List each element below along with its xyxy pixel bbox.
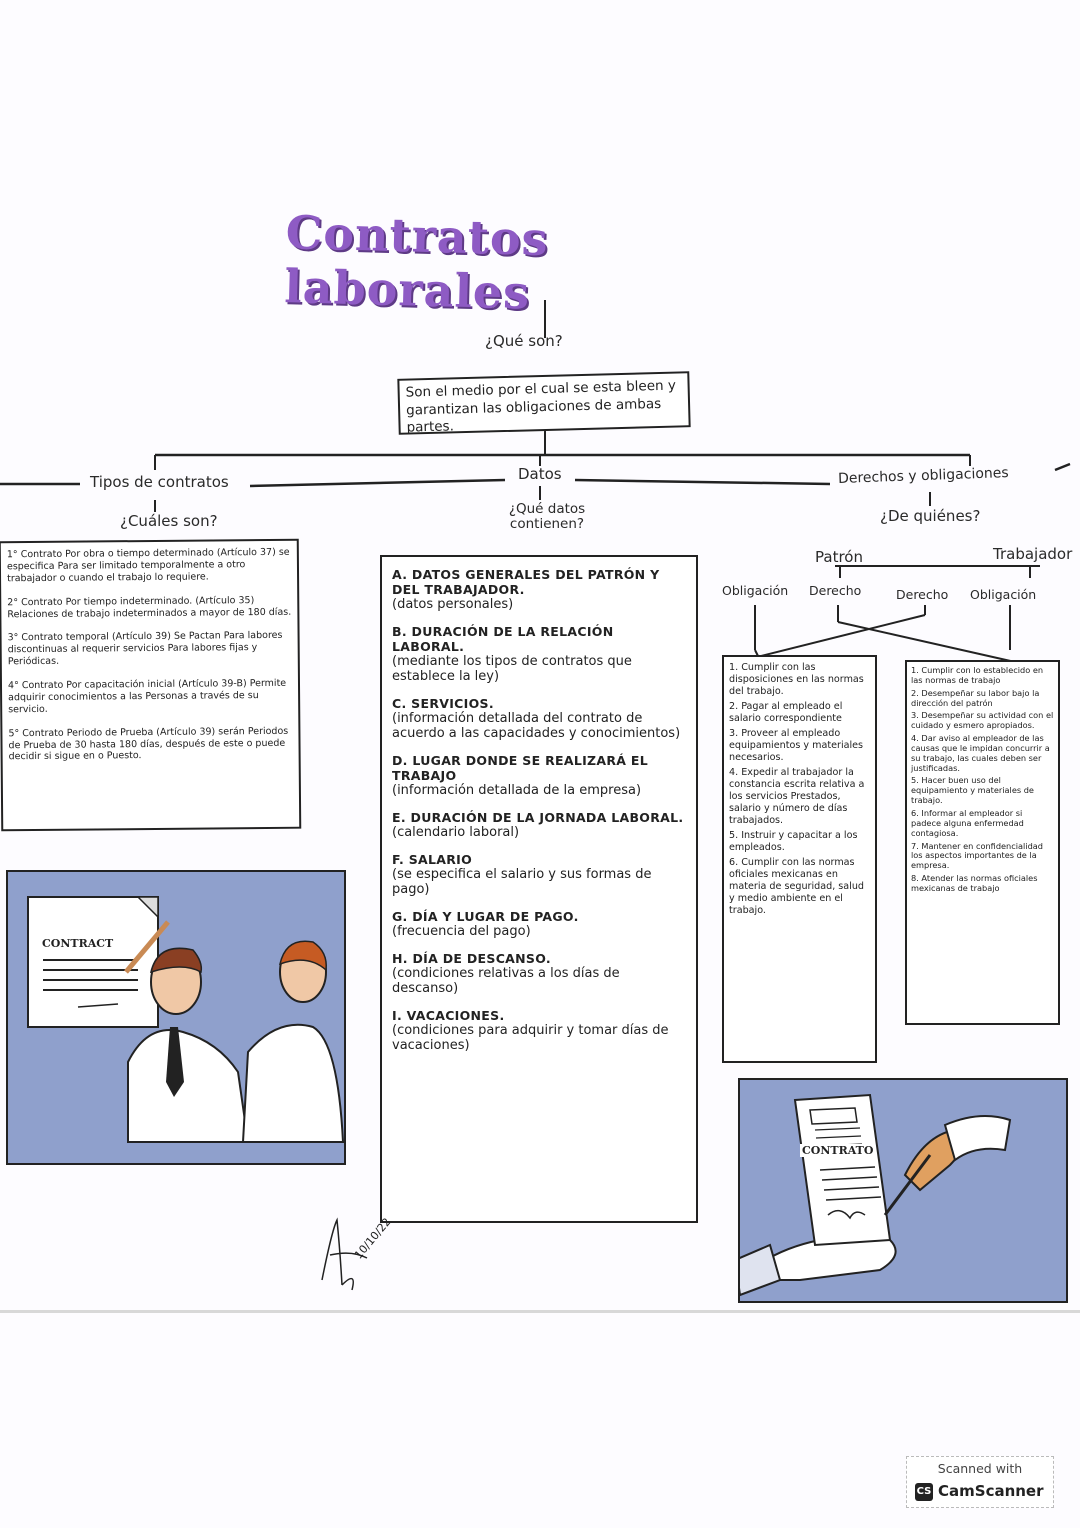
tipo-item-4: 4° Contrato Por capacitación inicial (Ar… <box>7 677 287 715</box>
patron-item-6: 6. Cumplir con las normas oficiales mexi… <box>729 856 865 916</box>
illustration-right: CONTRATO <box>738 1078 1068 1303</box>
contract-label-left: CONTRACT <box>42 937 114 950</box>
trabajador-item-6: 6. Informar al empleador si padece algun… <box>911 807 1024 838</box>
people-contract-illustration <box>27 896 344 1143</box>
label-trab-derecho: Derecho <box>896 587 949 602</box>
signature: 10/10/22 <box>312 1210 402 1300</box>
trabajador-item-2: 2. Desempeñar su labor bajo la dirección… <box>911 687 1040 708</box>
camscanner-watermark: Scanned with CS CamScanner <box>906 1456 1054 1508</box>
label-patron: Patrón <box>815 548 863 566</box>
tipo-item-3: 3° Contrato temporal (Artículo 39) Se Pa… <box>7 630 283 668</box>
data-item-h: H. DÍA DE DESCANSO.(condiciones relativa… <box>392 951 620 996</box>
datos-box: A. DATOS GENERALES DEL PATRÓN Y DEL TRAB… <box>380 555 698 1223</box>
data-item-d: D. LUGAR DONDE SE REALIZARÁ EL TRABAJO(i… <box>392 753 649 798</box>
question-datos: ¿Qué datos contienen? <box>508 501 586 532</box>
illustration-left: CONTRACT <box>6 870 346 1165</box>
patron-item-4: 4. Expedir al trabajador la constancia e… <box>729 766 865 826</box>
tipo-item-5: 5° Contrato Periodo de Prueba (Artículo … <box>8 725 289 763</box>
definition-box: Son el medio por el cual se esta bleen y… <box>397 371 691 436</box>
branch-label-tipos: Tipos de contratos <box>90 473 229 491</box>
trabajador-item-5: 5. Hacer buen uso del equipamiento y mat… <box>911 775 1034 806</box>
patron-item-2: 2. Pagar al empleado el salario correspo… <box>729 700 843 724</box>
label-trab-obligacion: Obligación <box>970 587 1037 602</box>
trabajador-item-7: 7. Mantener en confidencialidad los aspe… <box>911 840 1043 871</box>
patron-item-5: 5. Instruir y capacitar a los empleados. <box>729 829 858 853</box>
data-item-g: G. DÍA Y LUGAR DE PAGO.(frecuencia del p… <box>392 909 579 939</box>
patron-box: 1. Cumplir con las disposiciones en las … <box>722 655 877 1063</box>
data-item-f: F. SALARIO(se especifica el salario y su… <box>392 852 652 897</box>
tipos-box: 1° Contrato Por obra o tiempo determinad… <box>0 538 302 832</box>
branch-label-datos: Datos <box>518 465 562 483</box>
watermark-brand: CamScanner <box>938 1482 1044 1500</box>
trabajador-item-4: 4. Dar aviso al empleador de las causas … <box>911 733 1050 773</box>
signature-drawing <box>321 1217 368 1291</box>
patron-item-1: 1. Cumplir con las disposiciones en las … <box>729 662 864 697</box>
tipo-item-1: 1° Contrato Por obra o tiempo determinad… <box>6 546 290 584</box>
label-trabajador: Trabajador <box>993 545 1073 563</box>
camscanner-logo-icon: CS <box>915 1483 933 1501</box>
divider-line <box>0 1310 1080 1313</box>
trabajador-item-1: 1. Cumplir con lo establecido en las nor… <box>911 665 1044 685</box>
label-patron-derecho: Derecho <box>809 583 862 598</box>
data-item-b: B. DURACIÓN DE LA RELACIÓN LABORAL.(medi… <box>392 624 632 684</box>
question-derechos: ¿De quiénes? <box>880 507 981 525</box>
definition-text: Son el medio por el cual se esta bleen y… <box>405 377 677 436</box>
label-patron-obligacion: Obligación <box>722 583 789 598</box>
watermark-top-text: Scanned with <box>937 1461 1023 1476</box>
trabajador-item-3: 3. Desempeñar su actividad con el cuidad… <box>911 710 1054 731</box>
contract-signing-illustration <box>740 1093 1012 1297</box>
tipo-item-2: 2° Contrato Por tiempo indeterminado. (A… <box>7 594 292 620</box>
top-question: ¿Qué son? <box>485 332 563 350</box>
patron-item-3: 3. Proveer al empleado equipamientos y m… <box>729 727 864 763</box>
trabajador-item-8: 8. Atender las normas oficiales mexicana… <box>911 873 1038 893</box>
data-item-e: E. DURACIÓN DE LA JORNADA LABORAL.(calen… <box>392 810 684 840</box>
contract-label-right: CONTRATO <box>800 1144 876 1157</box>
data-item-i: I. VACACIONES.(condiciones para adquirir… <box>392 1008 669 1053</box>
data-item-a: A. DATOS GENERALES DEL PATRÓN Y DEL TRAB… <box>392 567 660 612</box>
page-title: Contratos laborales <box>283 205 550 320</box>
question-tipos: ¿Cuáles son? <box>120 512 218 530</box>
data-item-c: C. SERVICIOS.(información detallada del … <box>392 696 681 741</box>
trabajador-box: 1. Cumplir con lo establecido en las nor… <box>905 660 1060 1025</box>
